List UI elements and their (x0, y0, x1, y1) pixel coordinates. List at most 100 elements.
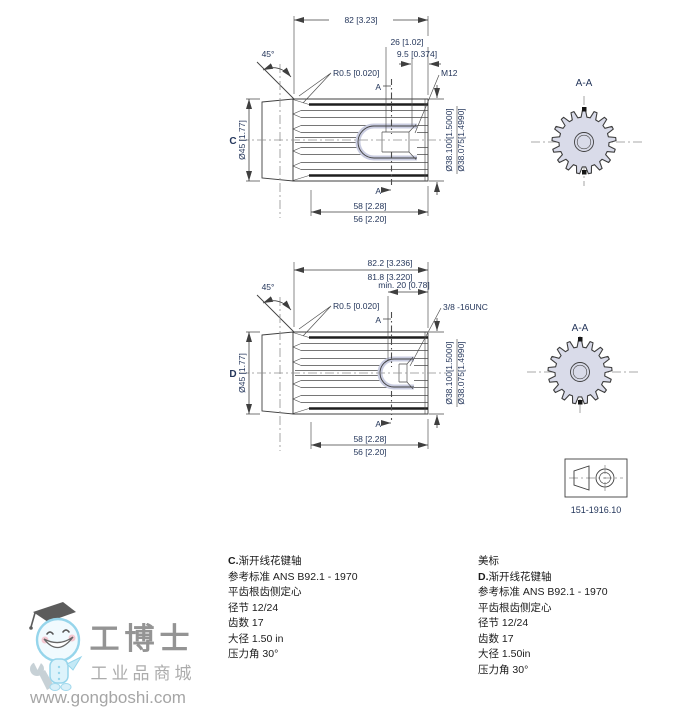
projection-symbol (564, 458, 628, 498)
thread-d: 3/8 -16UNC (443, 302, 488, 312)
thread-leader (409, 307, 442, 367)
crest-tapers (292, 332, 310, 414)
dim-26-c: 26 [1.02] (390, 37, 423, 47)
graduation-cap-icon (33, 602, 76, 622)
spline-crest-lines (309, 336, 428, 410)
spline-teeth-lines (301, 343, 428, 403)
spec-line: 压力角 30° (228, 648, 279, 660)
section-mark-top-d: A (375, 315, 381, 325)
section-arrows (383, 85, 391, 190)
dim-overall-max-d: 82.2 [3.236] (368, 258, 413, 268)
fillet-d: R0.5 [0.020] (333, 301, 379, 311)
spline-body (292, 98, 429, 182)
watermark-logo: 工博士 工业品商城 www.gongboshi.com (14, 596, 224, 716)
center-teeth-lines (295, 99, 426, 181)
dia-spline-max-d: Ø38.100[1.5000] (444, 341, 454, 404)
centerlines (240, 297, 446, 451)
label-mask (329, 14, 393, 26)
thread-c: M12 (441, 68, 458, 78)
button (57, 677, 61, 681)
cut-mark (582, 107, 587, 112)
figure-number: 151-1916.10 (571, 505, 622, 515)
spec-line: 参考标准 ANS B92.1 - 1970 (478, 586, 608, 598)
gear-bore-inner (576, 134, 592, 150)
angle-arc (262, 63, 292, 78)
section-title-c: A-A (576, 78, 593, 89)
spec-title-d: D.渐开线花键轴 (478, 570, 552, 583)
dim-overall-c: 82 [3.23] (344, 15, 377, 25)
angle-45-d: 45° (262, 282, 275, 292)
spec-line: 平齿根齿侧定心 (478, 601, 552, 614)
cut-mark (582, 170, 587, 175)
button (57, 665, 61, 669)
dia-shaft-d: Ø45 [1.77] (237, 353, 247, 393)
center-teeth-lines (295, 332, 426, 414)
spline-gear-section (551, 109, 617, 175)
spec-line: 参考标准 ANS B92.1 - 1970 (228, 570, 358, 583)
button (57, 671, 61, 675)
dia-spline-min-c: Ø38.075[1.4990] (456, 108, 466, 171)
tapped-hole-halo (355, 123, 417, 161)
spec-notes-d: 美标 D.渐开线花键轴 参考标准 ANS B92.1 - 1970 平齿根齿侧定… (478, 554, 608, 678)
tassel-knot (29, 626, 33, 630)
dim-overall-min-d: 81.8 [3.220] (368, 272, 413, 282)
tapped-hole-outline (357, 125, 417, 159)
mascot-smile (43, 636, 74, 649)
section-mark-bottom-d: A (375, 419, 381, 429)
mascot-foot (49, 683, 61, 691)
spec-line: 大径 1.50 in (228, 632, 284, 645)
section-title-d: A-A (572, 323, 589, 334)
section-mark-top-c: A (375, 82, 381, 92)
spec-line: 齿数 17 (478, 632, 514, 645)
watermark-svg: 工博士 工业品商城 www.gongboshi.com (29, 602, 196, 707)
shaft-view-d: A A 82.2 [3.236] 81.8 [3.220] min. 20 [0… (229, 258, 488, 457)
spec-title-c: C.渐开线花键轴 (228, 555, 302, 567)
watermark-brand: 工博士 (90, 623, 195, 656)
section-mark-bottom-c: A (375, 186, 381, 196)
cap-tassel (30, 612, 36, 628)
technical-drawing: A A 82 [3.23] 26 [1.02] 9.5 [0.374] 45° … (229, 14, 643, 515)
len-min-d: 56 [2.20] (353, 447, 386, 457)
spec-header-d: 美标 (478, 555, 499, 567)
mascot-foot (60, 683, 72, 691)
centerlines (240, 64, 446, 218)
symbol-box (564, 458, 628, 498)
spec-line: 径节 12/24 (478, 617, 529, 629)
spec-line: 大径 1.50in (478, 648, 531, 660)
mascot-eyes (46, 629, 70, 635)
mascot (29, 602, 83, 691)
extension-lines (429, 98, 458, 182)
watermark-tagline: 工业品商城 (91, 664, 196, 683)
spec-line: 齿数 17 (228, 617, 264, 629)
mascot-body (49, 658, 69, 684)
view-label-d: D (229, 369, 236, 380)
watermark-url: www.gongboshi.com (29, 688, 186, 707)
cut-mark (578, 337, 583, 342)
fillet-leader (298, 305, 332, 337)
dim-9p5-c: 9.5 [0.374] (397, 49, 437, 59)
spec-id-d: D. (478, 570, 489, 583)
spec-line: 径节 12/24 (228, 601, 279, 614)
thread-leader (414, 74, 440, 134)
wrench-notch (33, 661, 42, 670)
dia-spline-max-c: Ø38.100[1.5000] (444, 108, 454, 171)
section-arrows (383, 318, 391, 423)
teeth-lead-tapers (292, 343, 302, 403)
view-label-c: C (229, 136, 236, 147)
angle-45-c: 45° (262, 49, 275, 59)
spec-line: 压力角 30° (478, 663, 529, 676)
extension-lines (293, 16, 429, 132)
section-view-c: A-A (531, 78, 643, 186)
cone-symbol (573, 465, 590, 491)
gear-bore (574, 132, 594, 152)
teeth-lead-tapers (292, 110, 302, 170)
len-max-d: 58 [2.28] (353, 434, 386, 444)
spec-notes-c: C.渐开线花键轴 参考标准 ANS B92.1 - 1970 平齿根齿侧定心 径… (228, 554, 358, 663)
spline-crest-lines (309, 103, 428, 177)
angle-arc (262, 296, 292, 311)
label-mask (384, 36, 430, 47)
spline-gear-section (547, 339, 613, 405)
fillet-leader (298, 72, 332, 104)
dia-shaft-c: Ø45 [1.77] (237, 120, 247, 160)
